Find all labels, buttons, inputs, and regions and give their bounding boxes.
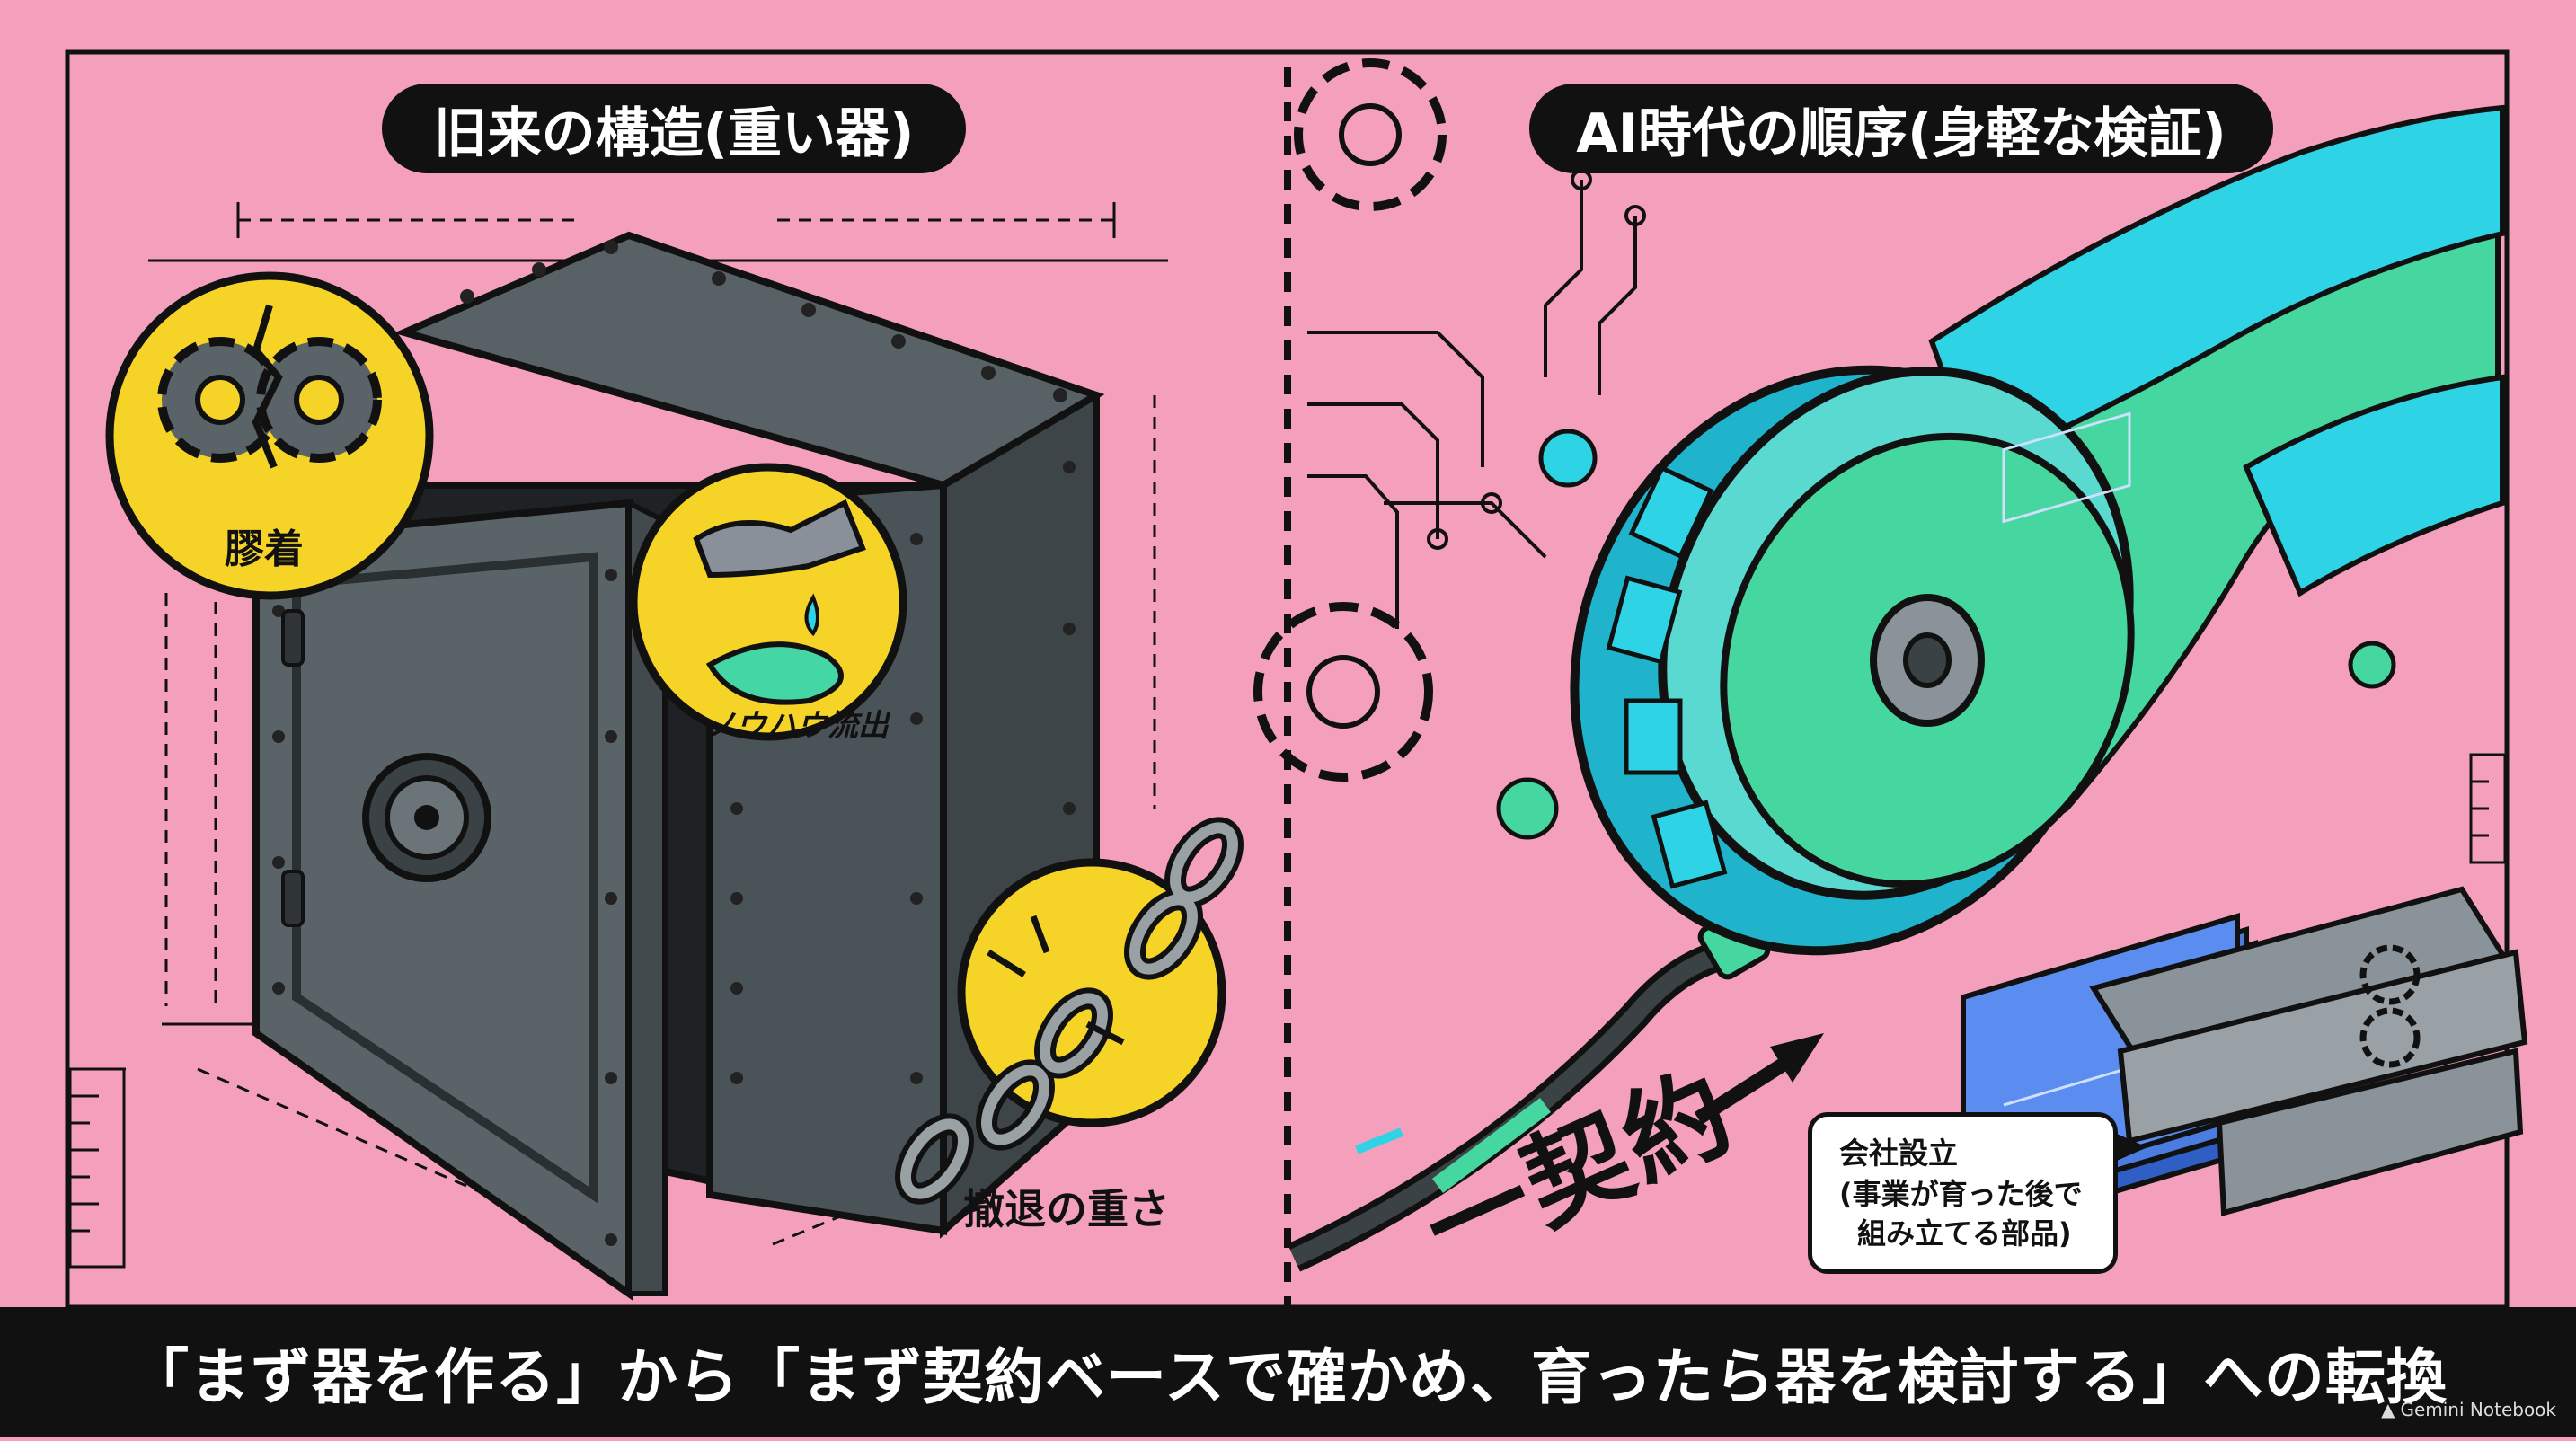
- ruler-right: [2469, 753, 2507, 864]
- gear-icon-right-top: [1294, 58, 1447, 211]
- left-panel-title: 旧来の構造(重い器): [382, 84, 966, 173]
- company-callout: 会社設立 (事業が育った後で 組み立てる部品): [1808, 1112, 2118, 1274]
- ruler-left: [68, 1067, 126, 1269]
- caption-text: 「まず器を作る」から「まず契約ベースで確かめ、育ったら器を検討する」への転換: [128, 1342, 2448, 1412]
- circuit-lines: [1307, 169, 1646, 629]
- caption-bar: 「まず器を作る」から「まず契約ベースで確かめ、育ったら器を検討する」への転換: [0, 1307, 2576, 1437]
- right-panel-title: AI時代の順序(身軽な検証): [1529, 84, 2273, 173]
- glue-label: 膠着: [225, 526, 304, 572]
- wheel-illustration: [1570, 365, 2135, 956]
- watermark-logo-icon: ▲: [2381, 1399, 2395, 1420]
- leak-label: ノウハウ流出: [705, 708, 889, 744]
- callout-line-2: (事業が育った後で: [1839, 1177, 2083, 1211]
- withdraw-label: 撤退の重さ: [963, 1185, 1170, 1233]
- leak-badge: [629, 463, 907, 741]
- callout-line-1: 会社設立: [1839, 1136, 1958, 1171]
- arrow-icon: [1355, 1033, 1824, 1154]
- chain-badge: [895, 817, 1244, 1205]
- watermark-text: Gemini Notebook: [2400, 1399, 2556, 1420]
- gear-icon-right-mid: [1253, 602, 1433, 782]
- gear-badge: [105, 271, 434, 600]
- callout-line-3: 組み立てる部品): [1857, 1216, 2072, 1251]
- watermark: ▲ Gemini Notebook: [2381, 1399, 2556, 1420]
